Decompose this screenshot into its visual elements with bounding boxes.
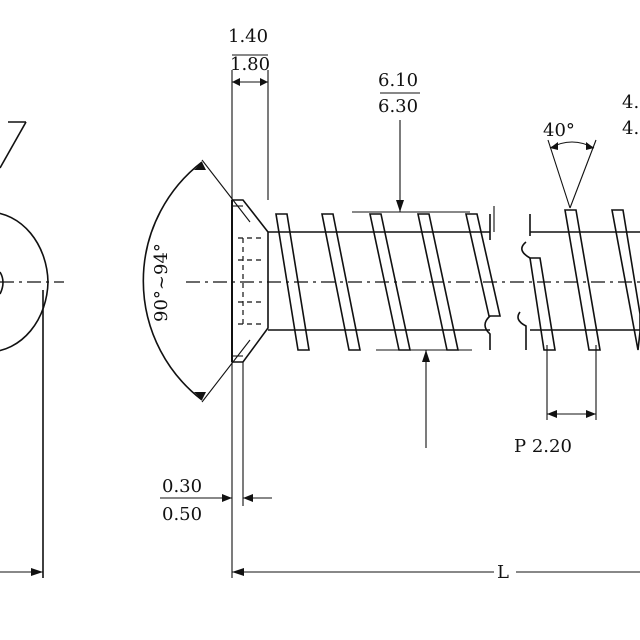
break-line-right [517, 214, 531, 350]
end-view [0, 121, 64, 578]
under-head-dimension [160, 362, 272, 506]
head-angle-arc [142, 161, 203, 401]
under-head-min-label: 0.30 [162, 476, 202, 497]
under-head-max-label: 0.50 [162, 504, 202, 525]
pitch-label: P 2.20 [514, 436, 572, 457]
length-label: L [497, 562, 509, 583]
end-view-leader [0, 121, 27, 169]
head-angle-dimension [142, 159, 251, 403]
thread-crest-8 [611, 209, 640, 351]
screw-head [231, 199, 269, 363]
thread-crest-2 [321, 213, 361, 351]
thread-section-1 [268, 213, 502, 351]
thread-angle-dimension [547, 139, 597, 209]
major-diameter-dimension [352, 92, 472, 448]
head-angle-label: 90°~94° [151, 243, 172, 322]
thread-crest-7 [564, 209, 601, 351]
thread-section-2 [517, 209, 640, 351]
break-line-left [484, 214, 491, 350]
partial-dim-top-label: 4. [622, 92, 639, 113]
partial-dim-bottom-label: 4. [622, 118, 639, 139]
length-dimension [0, 362, 640, 578]
thread-crest-1 [275, 213, 310, 351]
thread-crest-5 [464, 213, 502, 317]
head-thickness-dimension [231, 54, 269, 200]
thread-major-max-label: 6.30 [378, 96, 418, 117]
thread-major-min-label: 6.10 [378, 70, 418, 91]
pitch-dimension [546, 345, 597, 420]
head-outline [232, 199, 269, 363]
head-width-max-label: 1.80 [230, 54, 270, 75]
thread-crest-6 [529, 257, 556, 351]
end-view-recess [0, 271, 4, 295]
head-width-min-label: 1.40 [228, 26, 268, 47]
thread-angle-label: 40° [543, 120, 575, 141]
